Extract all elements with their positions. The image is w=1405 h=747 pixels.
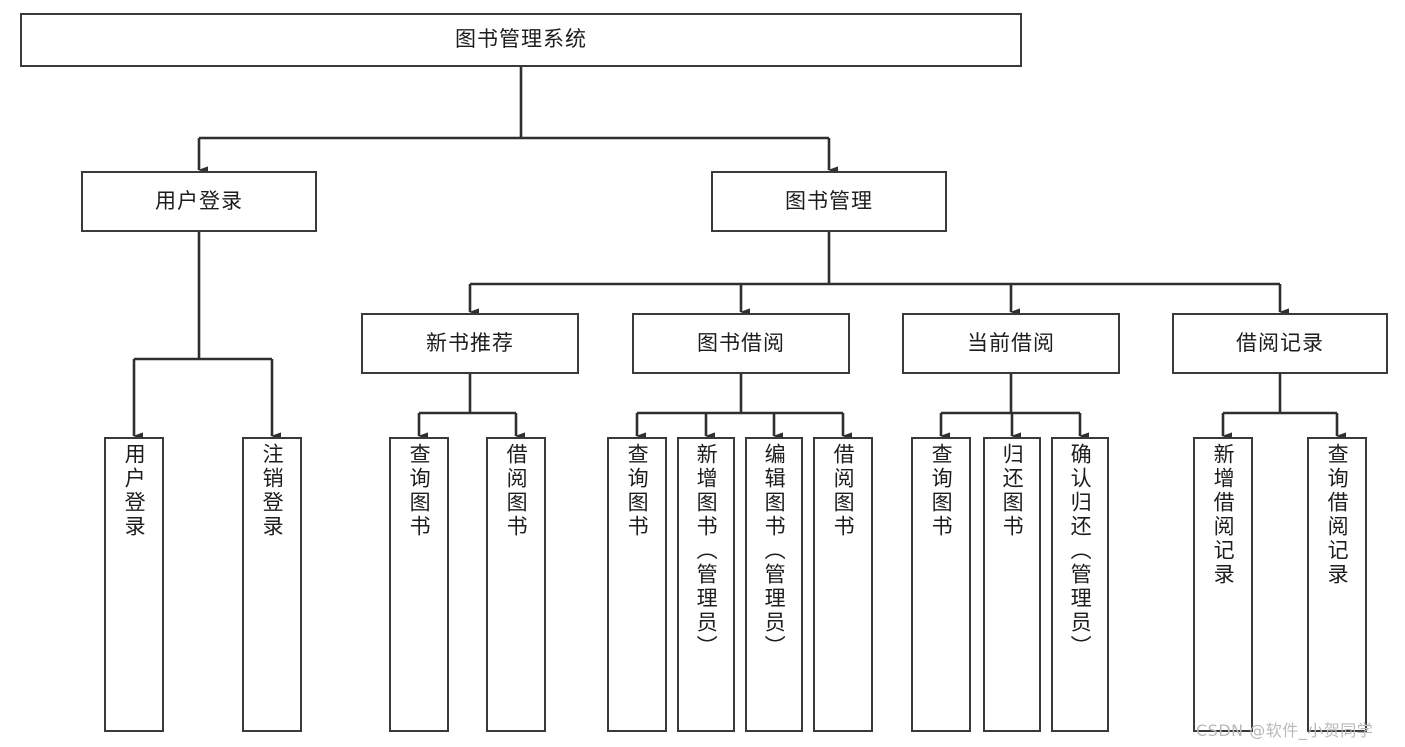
node-leaf-borrow-edit: 编辑图书（管理员） (745, 437, 803, 732)
node-label: 用户登录 (122, 443, 147, 539)
edge-lines (132, 67, 1346, 440)
node-label: 新增图书（管理员） (694, 443, 719, 659)
csdn-watermark: CSDN @软件_小贺同学 (1196, 721, 1374, 740)
node-label: 新增借阅记录 (1211, 443, 1236, 587)
node-label: 图书管理 (785, 188, 873, 213)
node-label: 借阅图书 (504, 443, 529, 539)
node-new-book-rec: 新书推荐 (361, 313, 579, 374)
node-label: 查询图书 (625, 443, 650, 539)
node-book-manage: 图书管理 (711, 171, 947, 232)
node-label: 借阅记录 (1236, 330, 1324, 355)
node-leaf-cur-query: 查询图书 (911, 437, 971, 732)
node-label: 图书借阅 (697, 330, 785, 355)
node-leaf-rec-borrow: 借阅图书 (486, 437, 546, 732)
node-leaf-cur-confirm: 确认归还（管理员） (1051, 437, 1109, 732)
node-label: 图书管理系统 (455, 27, 587, 52)
node-label: 当前借阅 (967, 330, 1055, 355)
node-book-borrow: 图书借阅 (632, 313, 850, 374)
node-leaf-user-logout: 注销登录 (242, 437, 302, 732)
node-label: 查询图书 (929, 443, 954, 539)
node-leaf-rec-add: 新增借阅记录 (1193, 437, 1253, 732)
node-label: 确认归还（管理员） (1068, 443, 1093, 659)
node-label: 查询图书 (407, 443, 432, 539)
node-root: 图书管理系统 (20, 13, 1022, 67)
node-leaf-borrow-add: 新增图书（管理员） (677, 437, 735, 732)
node-label: 查询借阅记录 (1325, 443, 1350, 587)
node-leaf-rec-query: 查询图书 (389, 437, 449, 732)
node-current-borrow: 当前借阅 (902, 313, 1120, 374)
node-leaf-borrow-lend: 借阅图书 (813, 437, 873, 732)
node-label: 注销登录 (260, 443, 285, 539)
node-label: 用户登录 (155, 188, 243, 213)
node-label: 编辑图书（管理员） (762, 443, 787, 659)
node-user-login: 用户登录 (81, 171, 317, 232)
node-leaf-cur-return: 归还图书 (983, 437, 1041, 732)
node-leaf-borrow-query: 查询图书 (607, 437, 667, 732)
node-leaf-rec-query2: 查询借阅记录 (1307, 437, 1367, 732)
node-leaf-user-login: 用户登录 (104, 437, 164, 732)
node-label: 借阅图书 (831, 443, 856, 539)
node-label: 新书推荐 (426, 330, 514, 355)
node-label: 归还图书 (1000, 443, 1025, 539)
node-borrow-record: 借阅记录 (1172, 313, 1388, 374)
